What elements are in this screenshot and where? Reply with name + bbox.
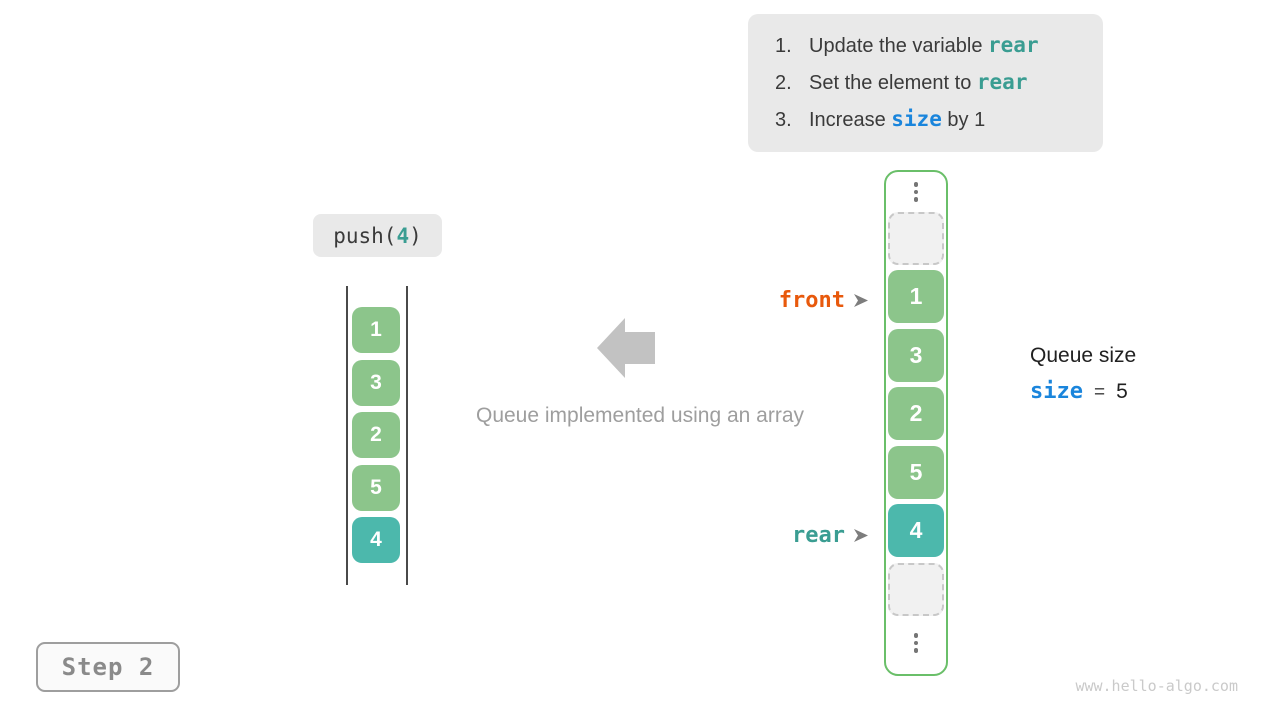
ellipsis-icon: [913, 633, 919, 653]
ellipsis-dot: [913, 633, 919, 638]
instruction-text: Update the variable rear: [809, 27, 1039, 65]
rear-pointer: rear: [700, 521, 868, 549]
queue-size-block: Queue size size = 5: [1030, 344, 1136, 404]
queue-cell: 4: [352, 517, 400, 563]
code-token: rear: [976, 70, 1028, 94]
operation-label: push(4): [313, 214, 442, 257]
instruction-item: 3. Increase size by 1: [775, 101, 1093, 138]
queue-cell: 2: [352, 412, 400, 458]
operation-prefix: push(: [333, 223, 397, 248]
ellipsis-dot: [913, 648, 919, 653]
queue-cell: 1: [352, 307, 400, 353]
instruction-text-pre: Set the element to: [809, 72, 977, 94]
rear-pointer-label: rear: [792, 522, 845, 548]
equals-sign: =: [1093, 382, 1106, 403]
instruction-text-pre: Update the variable: [809, 35, 989, 57]
instruction-text: Set the element to rear: [809, 64, 1027, 102]
queue-size-title: Queue size: [1030, 344, 1137, 367]
queue-size-value-line: size = 5: [1030, 379, 1136, 404]
queue-rail-right: [406, 286, 408, 585]
ellipsis-dot: [913, 182, 919, 187]
size-value: 5: [1116, 380, 1128, 403]
array-cell: 2: [888, 387, 944, 440]
queue-cell: 3: [352, 359, 400, 406]
instruction-number: 3.: [775, 109, 792, 131]
caption: Queue implemented using an array: [475, 404, 805, 427]
front-pointer-label: front: [778, 287, 845, 313]
array-cell: 1: [888, 270, 944, 323]
operation-argument: 4: [396, 223, 410, 248]
queue-cell: 5: [352, 464, 400, 511]
instruction-box: 1. Update the variable rear 2. Set the elem…: [748, 14, 1103, 152]
array-cell: 3: [888, 328, 944, 382]
ellipsis-icon: [913, 182, 919, 202]
array-cell-empty: [888, 211, 944, 265]
array-cell: 5: [888, 445, 944, 499]
array-cell-empty: [888, 562, 944, 616]
code-token: size: [891, 107, 942, 131]
instruction-text-post: by 1: [941, 109, 986, 131]
code-token: rear: [988, 33, 1039, 57]
instruction-number: 1.: [775, 35, 792, 57]
instruction-number: 2.: [775, 72, 792, 94]
queue-rail-left: [346, 286, 348, 585]
ellipsis-dot: [913, 640, 919, 645]
abstract-queue: 1 3 2 5 4: [352, 307, 400, 570]
instruction-item: 2. Set the element to rear: [775, 64, 1093, 101]
front-pointer: front: [700, 286, 868, 314]
left-arrow-icon: [597, 318, 655, 378]
ellipsis-dot: [913, 189, 919, 194]
array-cell: 4: [888, 504, 944, 557]
step-badge: Step 2: [36, 642, 180, 692]
right-arrowhead-icon: [854, 293, 868, 307]
right-arrowhead-icon: [854, 528, 868, 542]
size-variable: size: [1030, 379, 1083, 404]
instruction-text: Increase size by 1: [809, 101, 985, 139]
instruction-text-pre: Increase: [809, 109, 892, 131]
instruction-item: 1. Update the variable rear: [775, 27, 1093, 64]
watermark: www.hello-algo.com: [1075, 677, 1238, 695]
operation-suffix: ): [409, 223, 422, 248]
ellipsis-dot: [913, 197, 919, 202]
